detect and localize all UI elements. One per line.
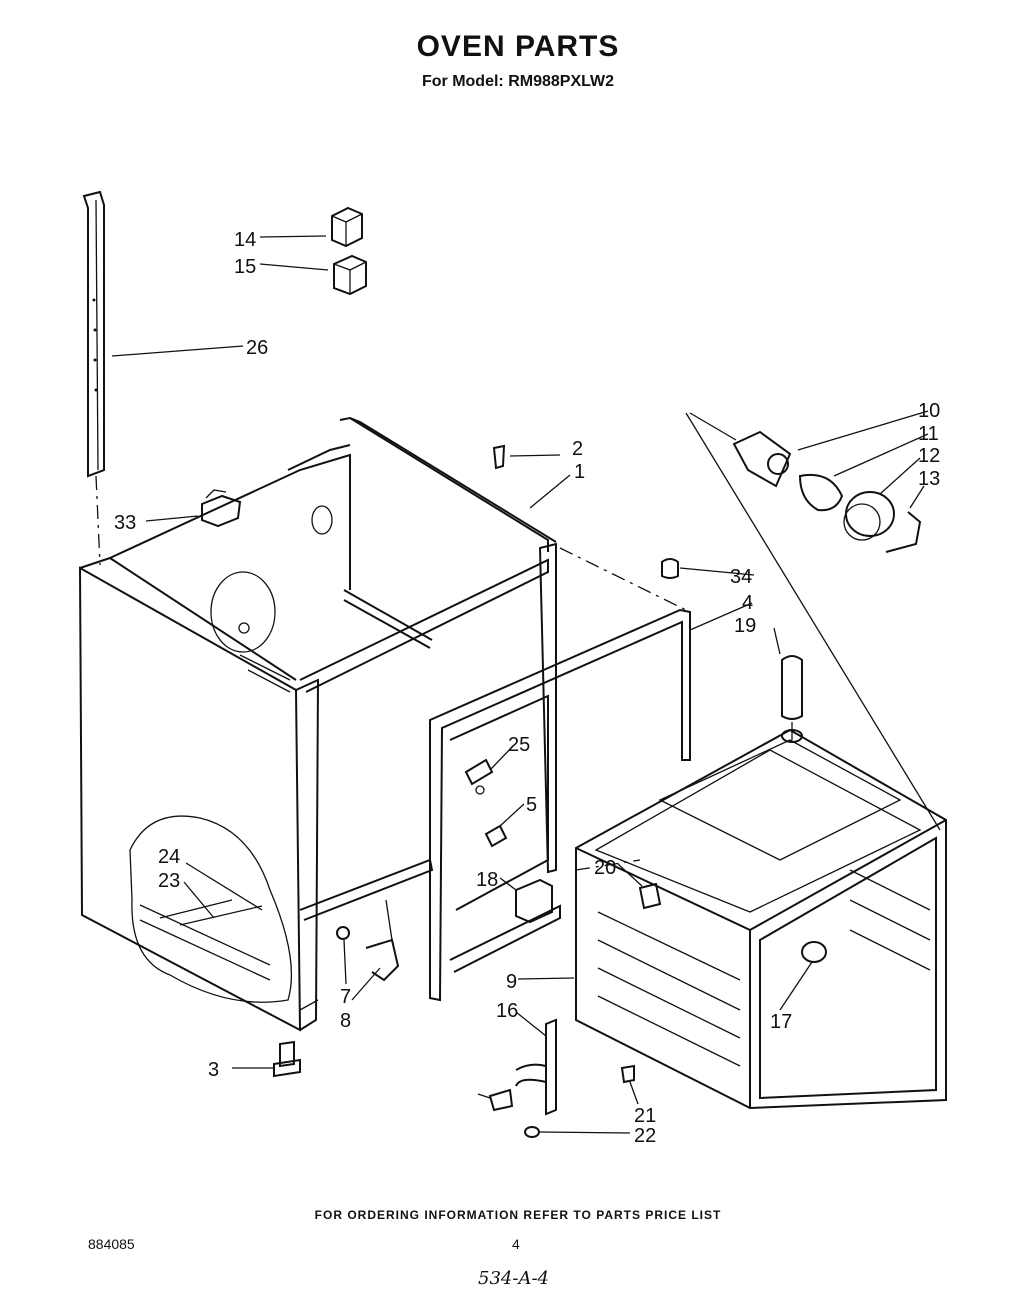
washer-part-22: [524, 1126, 540, 1138]
sensor-part-19: [781, 655, 803, 740]
callout-24: 24: [158, 846, 180, 868]
document-number: 884085: [88, 1236, 135, 1252]
callout-14: 14: [234, 229, 256, 251]
bracket-part-18: [515, 878, 553, 924]
callout-16: 16: [496, 1000, 518, 1022]
oven-cabinet: [78, 416, 691, 1032]
handwritten-code: 534-A-4: [478, 1268, 549, 1289]
callout-26: 26: [246, 337, 268, 359]
page-number: 4: [512, 1236, 520, 1252]
nut-part-7: [336, 926, 350, 940]
callout-9: 9: [506, 971, 517, 993]
ordering-note: FOR ORDERING INFORMATION REFER TO PARTS …: [314, 1208, 722, 1222]
callout-20: 20: [594, 857, 616, 879]
callout-21: 21: [634, 1105, 656, 1127]
callout-10: 10: [918, 400, 940, 422]
callout-34: 34: [730, 566, 752, 588]
callout-18: 18: [476, 869, 498, 891]
fitting-part-25: [464, 758, 494, 795]
terminal-block-15: [333, 254, 367, 296]
terminal-block-14: [331, 206, 363, 248]
callout-33: 33: [114, 512, 136, 534]
model-subtitle: For Model: RM988PXLW2: [421, 73, 615, 90]
side-trim-strip: [82, 190, 105, 478]
callout-23: 23: [158, 870, 180, 892]
callout-12: 12: [918, 445, 940, 467]
bracket-part-8: [365, 899, 400, 982]
callout-11: 11: [918, 423, 939, 445]
clip-part-20: [638, 882, 662, 910]
callout-1: 1: [574, 461, 585, 483]
callout-19: 19: [734, 615, 756, 637]
callout-labels: 14 15 26 2 1 33 34 4 19 10 11 12 13 25 5…: [114, 229, 940, 1147]
screw-part-21: [620, 1064, 635, 1084]
callout-25: 25: [508, 734, 530, 756]
callout-8: 8: [340, 1010, 351, 1032]
callout-5: 5: [526, 794, 537, 816]
switch-part-33: [201, 489, 242, 528]
callout-3: 3: [208, 1059, 219, 1081]
fitting-part-5: [484, 824, 508, 848]
callout-15: 15: [234, 256, 256, 278]
callout-13: 13: [918, 468, 940, 490]
oven-liner: [575, 728, 947, 1110]
callout-7: 7: [340, 986, 351, 1008]
callout-17: 17: [770, 1011, 792, 1033]
bumper-part-34: [661, 558, 679, 579]
page-title: OVEN PARTS: [416, 30, 620, 63]
callout-22: 22: [634, 1125, 656, 1147]
hinge-part-16: [477, 1018, 557, 1116]
screw-part-2: [492, 444, 506, 470]
callout-leaders: [111, 235, 929, 1134]
callout-4: 4: [742, 592, 753, 614]
oven-lamp-assembly: [732, 430, 922, 553]
callout-2: 2: [572, 438, 583, 460]
leveling-leg-part-3: [273, 1040, 301, 1078]
